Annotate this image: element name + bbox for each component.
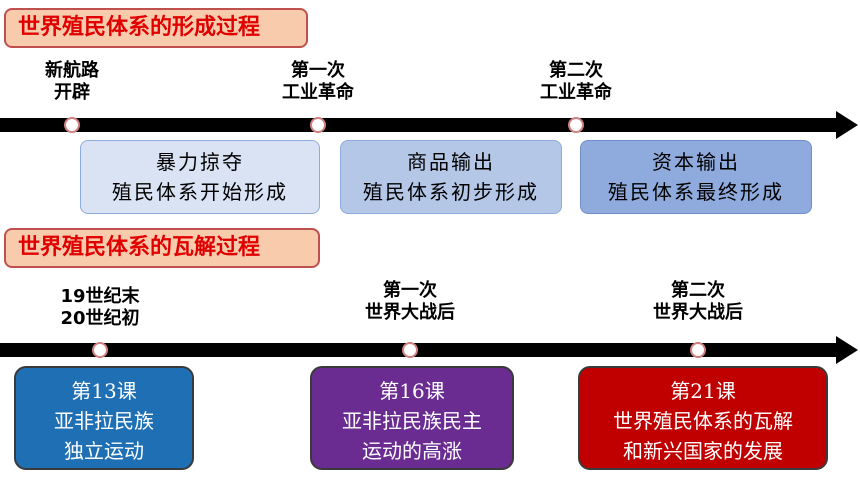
stage-line1: 暴力掠夺	[156, 150, 244, 174]
milestone-line1: 第一次	[291, 60, 345, 81]
lesson-card-21: 第21课 世界殖民体系的瓦解 和新兴国家的发展	[578, 366, 828, 470]
lesson-title-line1: 世界殖民体系的瓦解	[613, 409, 793, 433]
milestone-line2: 工业革命	[282, 82, 354, 103]
timeline-bar-collapse	[0, 343, 838, 357]
stage-line2: 殖民体系开始形成	[112, 180, 288, 204]
timeline-dot	[92, 342, 108, 358]
timeline-dot	[402, 342, 418, 358]
timeline-dot	[690, 342, 706, 358]
timeline-dot	[64, 117, 80, 133]
timeline-dot	[568, 117, 584, 133]
stage-box-violent-plunder: 暴力掠夺 殖民体系开始形成	[80, 140, 320, 214]
milestone-line1: 第一次	[383, 280, 437, 301]
milestone-line1: 新航路	[45, 60, 99, 81]
lesson-card-13: 第13课 亚非拉民族 独立运动	[14, 366, 194, 470]
milestone-line1: 19世纪末	[60, 286, 140, 307]
timeline-bar-formation	[0, 118, 838, 132]
section1-title: 世界殖民体系的形成过程	[4, 8, 308, 48]
stage-box-capital-export: 资本输出 殖民体系最终形成	[580, 140, 812, 214]
milestone-line2: 工业革命	[540, 82, 612, 103]
lesson-number: 第16课	[379, 379, 445, 403]
lesson-number: 第21课	[670, 379, 736, 403]
milestone-late-19th-early-20th: 19世纪末 20世纪初	[60, 286, 139, 330]
milestone-after-ww2: 第二次 世界大战后	[653, 280, 743, 324]
milestone-line1: 第二次	[549, 60, 603, 81]
stage-line2: 殖民体系初步形成	[363, 180, 539, 204]
lesson-title-line2: 独立运动	[64, 439, 144, 463]
lesson-title-line1: 亚非拉民族	[54, 409, 154, 433]
lesson-card-16: 第16课 亚非拉民族民主 运动的高涨	[310, 366, 514, 470]
lesson-number: 第13课	[71, 379, 137, 403]
milestone-second-industrial-revolution: 第二次 工业革命	[540, 60, 612, 104]
stage-line1: 资本输出	[652, 150, 740, 174]
lesson-title-line2: 运动的高涨	[362, 439, 462, 463]
milestone-new-route: 新航路 开辟	[45, 60, 99, 104]
milestone-line1: 第二次	[671, 280, 725, 301]
stage-line1: 商品输出	[407, 150, 495, 174]
stage-box-commodity-export: 商品输出 殖民体系初步形成	[340, 140, 562, 214]
milestone-first-industrial-revolution: 第一次 工业革命	[282, 60, 354, 104]
section2-title: 世界殖民体系的瓦解过程	[4, 228, 320, 268]
milestone-line2: 20世纪初	[60, 308, 140, 329]
milestone-line2: 开辟	[54, 82, 90, 103]
timeline-arrowhead	[836, 336, 858, 364]
milestone-line2: 世界大战后	[365, 302, 455, 323]
milestone-line2: 世界大战后	[653, 302, 743, 323]
lesson-title-line2: 和新兴国家的发展	[623, 439, 783, 463]
timeline-dot	[310, 117, 326, 133]
stage-line2: 殖民体系最终形成	[608, 180, 784, 204]
milestone-after-ww1: 第一次 世界大战后	[365, 280, 455, 324]
lesson-title-line1: 亚非拉民族民主	[342, 409, 482, 433]
timeline-arrowhead	[836, 111, 858, 139]
